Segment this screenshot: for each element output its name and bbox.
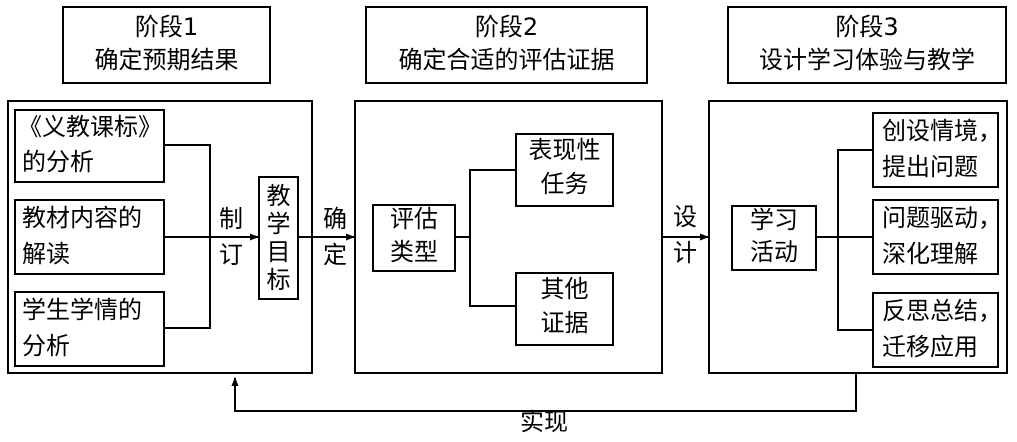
action-label-formulate: 制 订 — [219, 205, 243, 269]
stage2-bracket-line — [469, 169, 515, 307]
stage1-title: 阶段1 — [134, 13, 199, 41]
learning-activity-box: 学习 活动 — [731, 205, 817, 271]
stage3-output-inquiry: 问题驱动， 深化理解 — [872, 199, 1002, 275]
stage2-subtitle: 确定合适的评估证据 — [398, 46, 615, 74]
stage3-header: 阶段3 设计学习体验与教学 — [727, 6, 1007, 84]
stage3-subtitle: 设计学习体验与教学 — [759, 46, 975, 74]
feedback-label: 实现 — [520, 408, 568, 436]
feedback-arrow — [231, 373, 857, 412]
stage3-output-reflection: 反思总结， 迁移应用 — [872, 292, 1002, 368]
stage1-header: 阶段1 确定预期结果 — [62, 6, 271, 84]
stage3-title: 阶段3 — [835, 13, 899, 41]
stage3-output-context: 创设情境， 提出问题 — [872, 112, 1002, 188]
stage2-title: 阶段2 — [474, 13, 539, 41]
stage1-input-learners: 学生学情的 分析 — [14, 291, 165, 367]
stage1-input-textbook: 教材内容的 解读 — [14, 199, 165, 275]
stage3-bracket-line — [837, 149, 872, 331]
stage2-header: 阶段2 确定合适的评估证据 — [365, 6, 648, 84]
link-label-design: 设 计 — [673, 203, 697, 267]
other-evidence-box: 其他 证据 — [515, 272, 614, 346]
stage1-subtitle: 确定预期结果 — [94, 46, 239, 74]
stage1-container — [7, 100, 313, 374]
teaching-objectives-box: 教 学 目 标 — [258, 176, 299, 300]
evaluation-type-box: 评估 类型 — [372, 204, 456, 272]
performance-task-box: 表现性 任务 — [515, 133, 614, 207]
stage3-container — [708, 100, 1008, 374]
link-label-determine: 确 定 — [323, 205, 347, 269]
stage2-container — [354, 100, 663, 374]
stage1-input-curriculum: 《义教课标》 的分析 — [14, 109, 165, 183]
